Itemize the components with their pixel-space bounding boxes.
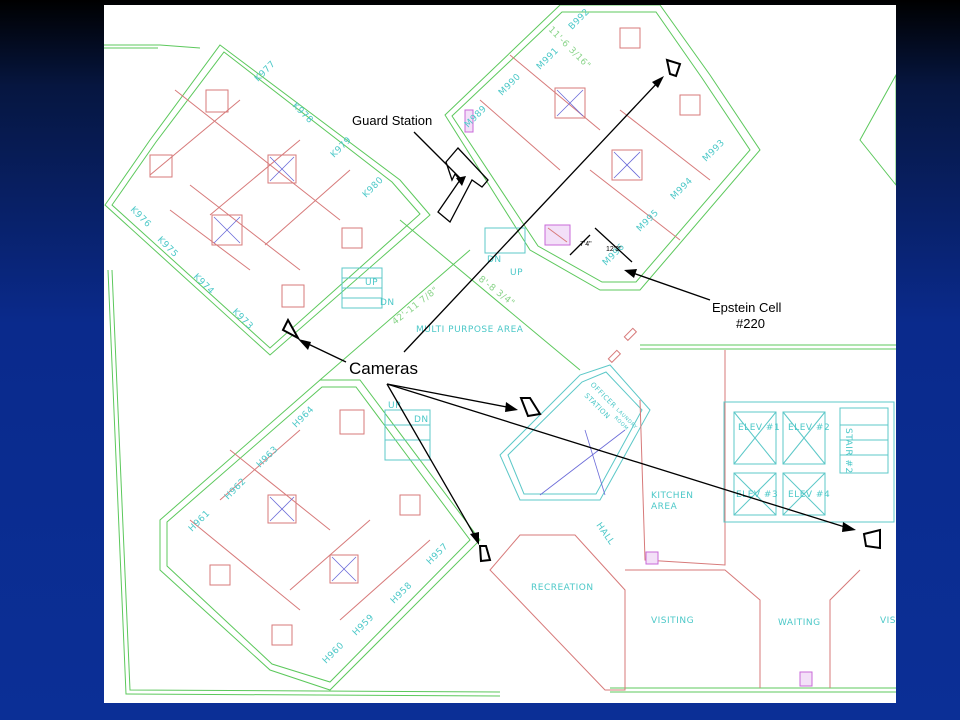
cameras-label: Cameras — [349, 359, 418, 378]
floor-plan-drawing: K977 K978 K979 K980 K976 K975 K974 K973 … — [104, 5, 896, 697]
k-wing: K977 K978 K979 K980 K976 K975 K974 K973 … — [104, 44, 431, 356]
elevator-core: ELEV #1 ELEV #2 ELEV #3 ELEV #4 STAIR #2 — [723, 401, 895, 523]
stair-up-label-m: UP — [510, 268, 523, 278]
camera-markers — [281, 58, 881, 563]
waiting-label: WAITING — [778, 618, 821, 628]
elevator-4-label: ELEV #4 — [788, 490, 830, 500]
partial-wing — [859, 73, 896, 186]
camera-icon — [519, 397, 542, 418]
room-label: M990 — [497, 72, 523, 98]
camera-icon — [478, 545, 492, 563]
room-label: K977 — [253, 59, 278, 84]
stair-dn-label-h: DN — [414, 415, 429, 425]
cell-width-dimension: 7'4" — [580, 241, 592, 248]
room-label: H960 — [321, 641, 346, 666]
room-label: K980 — [361, 175, 386, 200]
room-label: M995 — [635, 208, 661, 234]
room-label: M993 — [701, 138, 727, 164]
camera-arrows — [298, 76, 856, 545]
stair-dn-label: DN — [380, 298, 395, 308]
room-label: K973 — [230, 307, 255, 332]
kitchen-label: KITCHEN — [651, 491, 694, 501]
guard-station-label: Guard Station — [352, 113, 432, 128]
camera-icon — [665, 58, 682, 78]
building-outline — [104, 44, 896, 697]
visiting-label-2: VIS — [880, 616, 896, 626]
kitchen-area-label: AREA — [651, 502, 678, 512]
room-label: H963 — [255, 445, 280, 470]
room-label: K974 — [191, 272, 216, 297]
stair-dn-label-m: DN — [487, 255, 502, 265]
multi-purpose-label: MULTI PURPOSE AREA — [416, 325, 524, 335]
cell-length-dimension: 12'3" — [606, 246, 622, 253]
guard-station — [413, 131, 489, 224]
elevator-2-label: ELEV #2 — [788, 423, 830, 433]
m-wing: M989 M990 M991 B992 M993 M994 M995 M996 … — [444, 5, 761, 291]
elevator-1-label: ELEV #1 — [738, 423, 780, 433]
epstein-cell-label: Epstein Cell — [712, 300, 781, 315]
room-label: H964 — [291, 405, 316, 430]
room-label: H958 — [389, 581, 414, 606]
dimension-label: 8'-8 3/4" — [476, 274, 516, 308]
camera-icon — [862, 528, 881, 550]
room-label: K979 — [329, 135, 354, 160]
epstein-cell-number: #220 — [736, 316, 765, 331]
room-label: K976 — [128, 205, 153, 230]
room-label: B992 — [567, 7, 592, 32]
room-label: H961 — [187, 509, 212, 534]
room-label: H959 — [351, 613, 376, 638]
stair-2-label: STAIR #2 — [843, 428, 853, 474]
h-wing: UP DN H964 H963 H962 H961 H960 H959 H958… — [159, 379, 481, 691]
recreation-label: RECREATION — [531, 583, 594, 593]
room-label: M994 — [669, 176, 695, 202]
hall-label: HALL — [594, 521, 617, 547]
camera-icon — [281, 317, 301, 341]
elevator-3-label: ELEV #3 — [736, 490, 778, 500]
floor-plan-slide: K977 K978 K979 K980 K976 K975 K974 K973 … — [104, 5, 896, 703]
stair-up-label: UP — [365, 278, 378, 288]
visiting-label: VISITING — [651, 616, 694, 626]
room-label: H962 — [223, 477, 248, 502]
room-label: M991 — [535, 46, 561, 72]
stair-up-label-h: UP — [388, 401, 401, 411]
